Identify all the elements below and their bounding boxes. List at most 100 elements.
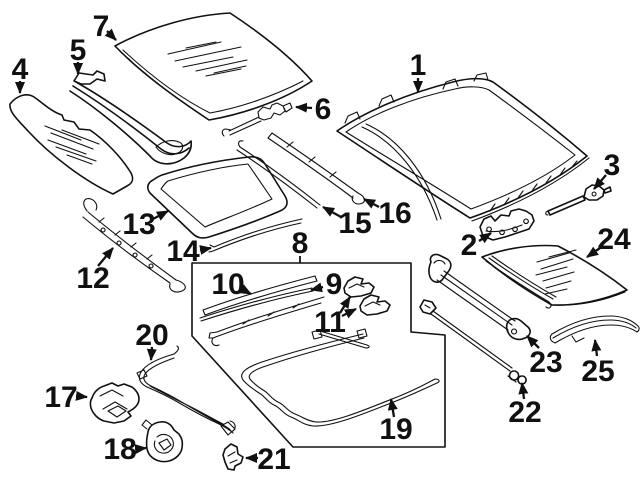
part-5-trim-rail	[69, 70, 193, 165]
part-20-cables	[136, 345, 236, 436]
callout-5-label: 5	[70, 34, 87, 67]
part-6-shape	[221, 102, 293, 137]
part-19-shape	[241, 328, 440, 427]
callout-17-arrow	[75, 390, 88, 401]
callout-12-label: 12	[76, 262, 109, 295]
callout-20-label: 20	[135, 319, 168, 352]
callout-15-label: 15	[338, 207, 371, 240]
part-25-rail	[549, 315, 640, 344]
callout-13-arrow	[152, 209, 169, 221]
callout-2: 2	[461, 229, 492, 262]
part-7-hatching	[167, 41, 248, 77]
callout-19-label: 19	[379, 413, 412, 446]
part-17-motor	[89, 382, 140, 424]
part-18-outline	[145, 421, 184, 463]
callout-13: 13	[122, 208, 169, 241]
callout-11-arrow-b	[341, 307, 357, 319]
part-3-shape	[547, 184, 612, 216]
part-1-outline	[336, 77, 588, 219]
part-11-rail	[208, 296, 325, 347]
callout-19: 19	[379, 398, 413, 446]
callout-20: 20	[135, 319, 169, 361]
callout-17-label: 17	[44, 381, 77, 414]
part-5-shape	[69, 70, 193, 165]
part-23-caps	[428, 253, 531, 341]
callout-13-label: 13	[122, 208, 155, 241]
callout-11-label: 11	[314, 306, 346, 339]
part-16-shape	[267, 132, 366, 205]
part-1-detail	[344, 72, 590, 222]
callout-11-arrow-a	[339, 296, 351, 314]
part-1-roof-panel	[336, 72, 590, 222]
part-10-strip	[202, 275, 318, 316]
part-10-shape	[202, 275, 318, 316]
part-18-motor	[141, 419, 184, 463]
callout-20-arrow	[146, 346, 157, 361]
callout-23-arrow	[526, 335, 540, 349]
part-25-shape	[549, 315, 640, 344]
part-18-detail	[141, 419, 174, 454]
part-16-rail	[267, 132, 366, 205]
callout-4-label: 4	[12, 53, 29, 86]
part-17-outline	[89, 382, 140, 424]
part-11-bracket-b	[359, 294, 391, 316]
callout-14-label: 14	[166, 235, 200, 268]
part-13-inner-edge	[160, 163, 273, 228]
callout-16-arrow	[363, 197, 380, 209]
callout-3-arrow	[593, 174, 607, 190]
callout-7-label: 7	[93, 10, 110, 43]
part-22-guide-rod	[419, 299, 527, 385]
part-9-rod	[199, 287, 314, 322]
inner-strip	[311, 329, 370, 349]
callout-8-label: 8	[292, 227, 309, 260]
callout-18-label: 18	[103, 433, 136, 466]
callout-25-arrow	[591, 339, 602, 357]
callout-11: 11	[314, 296, 357, 339]
callout-9: 9	[310, 268, 343, 301]
callout-10-arrow	[238, 284, 252, 296]
callout-16: 16	[363, 197, 412, 230]
callout-4: 4	[12, 53, 29, 94]
part-4-hatching	[44, 125, 100, 165]
part-2-outline	[479, 208, 535, 241]
callout-9-label: 9	[326, 268, 343, 301]
callout-7-arrow	[104, 28, 117, 41]
part-11-bracket-a	[343, 276, 375, 298]
part-23-bar	[433, 259, 518, 335]
callout-15: 15	[322, 205, 372, 240]
callout-25: 25	[581, 339, 615, 388]
part-6-linkage	[221, 102, 293, 137]
part-5-foot-detail	[155, 140, 184, 156]
part-11-bracket-detail	[348, 283, 381, 307]
part-15-shape	[236, 140, 321, 209]
callout-8: 8	[292, 227, 309, 263]
callout-23-label: 23	[529, 346, 562, 379]
part-9-shape	[199, 287, 314, 322]
callout-19-arrow	[387, 398, 398, 418]
part-4-panel	[9, 94, 134, 195]
part-21-clip	[222, 443, 244, 471]
part-23-cassette	[428, 253, 531, 341]
callout-7: 7	[93, 10, 117, 43]
callout-10-label: 10	[211, 268, 244, 301]
part-7-outline	[114, 12, 313, 121]
callout-22-label: 22	[508, 396, 541, 429]
part-7-glass-panel	[114, 12, 313, 121]
callout-15-arrow	[322, 205, 342, 219]
inner-strip-shape	[311, 329, 370, 349]
part-11-rail-brackets	[208, 276, 391, 347]
callout-6-label: 6	[315, 93, 332, 126]
part-15-strip	[236, 140, 321, 209]
detail-box	[191, 262, 446, 448]
part-7-inner-edge	[122, 49, 304, 114]
part-22-rod	[424, 304, 517, 383]
callout-12-arrow	[97, 247, 114, 267]
part-14-strip	[208, 218, 303, 253]
callout-23: 23	[526, 335, 563, 379]
part-14-shape	[208, 218, 303, 253]
part-2-bracket	[479, 208, 535, 241]
part-24-front-bar	[485, 255, 626, 309]
callout-16-label: 16	[378, 197, 411, 230]
callout-1-label: 1	[410, 49, 427, 82]
